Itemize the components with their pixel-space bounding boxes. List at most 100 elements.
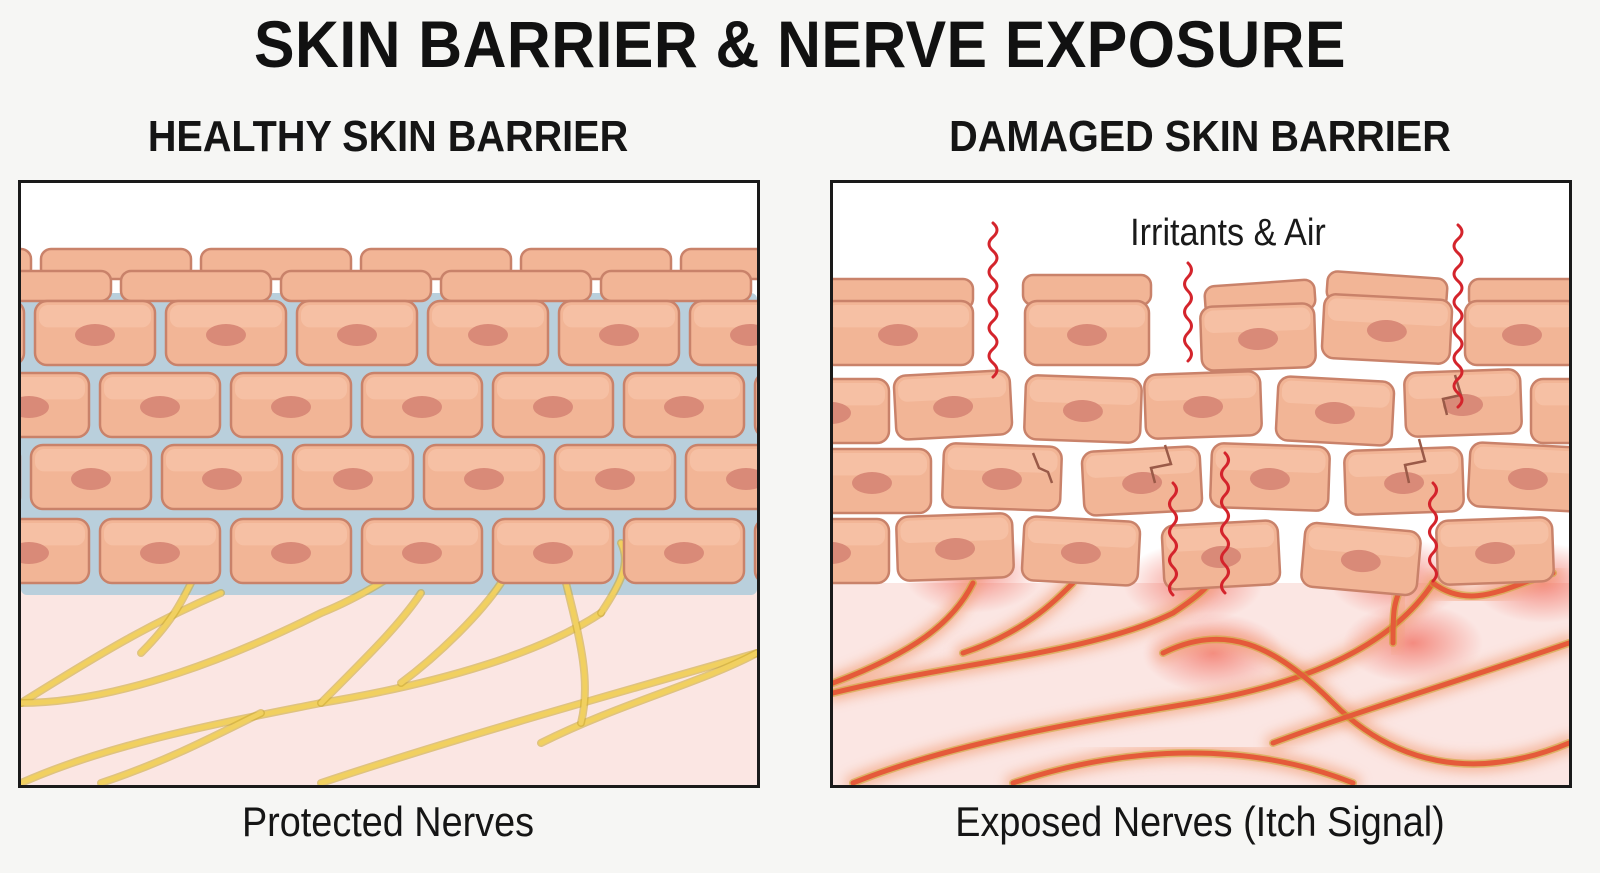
cell-nucleus — [1067, 324, 1107, 346]
skin-cell — [1020, 515, 1142, 587]
cell-highlight — [497, 377, 609, 400]
cell-highlight — [1535, 383, 1569, 406]
cell-nucleus — [981, 467, 1022, 491]
cell-nucleus — [730, 324, 757, 346]
skin-cell — [229, 371, 353, 439]
cell-nucleus — [21, 396, 49, 418]
cell-nucleus — [1507, 467, 1548, 491]
cell-highlight — [1440, 521, 1549, 547]
cell-highlight — [35, 449, 147, 472]
skin-cell — [1023, 299, 1151, 367]
inflammation-hotspot — [1143, 613, 1283, 693]
cell-highlight — [694, 305, 757, 328]
skin-cell — [1080, 445, 1204, 517]
cell-nucleus — [1122, 471, 1163, 495]
healthy-nerve — [318, 590, 424, 706]
inflamed-nerve — [850, 580, 1436, 785]
cell-nucleus — [468, 324, 508, 346]
skin-cell — [98, 517, 222, 585]
cell-highlight — [563, 305, 675, 328]
cell-highlight — [559, 449, 671, 472]
cell-nucleus — [1249, 467, 1290, 491]
skin-cell — [1403, 368, 1523, 438]
cell-nucleus — [464, 468, 504, 490]
skin-cell — [1435, 516, 1555, 586]
skin-cell — [98, 371, 222, 439]
healthy-nerve — [21, 590, 224, 706]
skin-cell — [160, 443, 284, 511]
cell-highlight — [170, 305, 282, 328]
skin-cell — [29, 443, 153, 511]
irritant-squiggle — [987, 221, 999, 379]
cell-nucleus — [402, 542, 442, 564]
skin-cell — [1466, 441, 1569, 513]
cell-highlight — [297, 449, 409, 472]
cell-highlight — [833, 383, 885, 406]
cell-highlight — [235, 523, 347, 546]
skin-cell — [622, 517, 746, 585]
healthy-nerve — [398, 580, 504, 686]
cell-nucleus — [75, 324, 115, 346]
cell-nucleus — [1314, 401, 1355, 425]
skin-cell — [622, 371, 746, 439]
cell-nucleus — [833, 402, 851, 424]
skin-cell — [557, 299, 681, 367]
cell-nucleus — [271, 542, 311, 564]
skin-cell — [164, 299, 288, 367]
skin-cell — [291, 443, 415, 511]
cell-crack — [1031, 452, 1054, 484]
cell-nucleus — [1502, 324, 1542, 346]
cell-highlight — [628, 377, 740, 400]
cell-highlight — [1281, 380, 1390, 408]
skin-cell — [1529, 377, 1569, 445]
cell-nucleus — [852, 472, 892, 494]
irritant-squiggle — [1168, 481, 1178, 597]
cell-nucleus — [533, 396, 573, 418]
healthy-nerve — [138, 580, 194, 656]
cell-highlight — [1029, 305, 1145, 328]
surface-cell-body — [21, 269, 113, 303]
cell-highlight — [898, 374, 1007, 402]
skin-cell — [753, 522, 757, 580]
skin-cell — [491, 371, 615, 439]
cell-highlight — [1469, 305, 1569, 328]
cell-highlight — [833, 305, 969, 328]
healthy-nerve — [318, 650, 757, 785]
cell-nucleus — [935, 537, 976, 561]
skin-cell — [491, 517, 615, 585]
cell-highlight — [1029, 379, 1138, 405]
cell-nucleus — [140, 396, 180, 418]
cell-nucleus — [206, 324, 246, 346]
irritant-squiggle — [1428, 481, 1438, 583]
cell-highlight — [833, 523, 885, 546]
cell-highlight — [1166, 524, 1275, 552]
cell-highlight — [628, 523, 740, 546]
irritants-label: Irritants & Air — [1130, 210, 1326, 253]
cell-highlight — [1327, 298, 1448, 327]
cell-nucleus — [726, 468, 757, 490]
skin-cell — [833, 517, 891, 585]
skin-cell — [295, 299, 419, 367]
cell-nucleus — [1340, 549, 1381, 573]
skin-cell — [426, 299, 550, 367]
skin-cell — [1023, 374, 1143, 444]
skin-cell — [1209, 442, 1331, 512]
cell-nucleus — [833, 542, 851, 564]
cell-highlight — [104, 377, 216, 400]
cell-highlight — [301, 305, 413, 328]
skin-cell — [833, 447, 933, 515]
surface-cell-body — [439, 269, 593, 303]
cell-nucleus — [664, 542, 704, 564]
inflamed-nerve — [1010, 750, 1356, 785]
inflamed-nerve — [960, 580, 1076, 656]
skin-cell — [360, 517, 484, 585]
damaged-panel-heading: DAMAGED SKIN BARRIER — [949, 112, 1451, 161]
skin-cell — [360, 371, 484, 439]
cell-nucleus — [71, 468, 111, 490]
surface-cell — [279, 269, 433, 303]
healthy-cell-layers — [21, 247, 757, 585]
healthy-skin-illustration — [21, 183, 757, 785]
cell-highlight — [235, 377, 347, 400]
cell-highlight — [1148, 375, 1257, 401]
skin-cell — [1143, 370, 1263, 440]
